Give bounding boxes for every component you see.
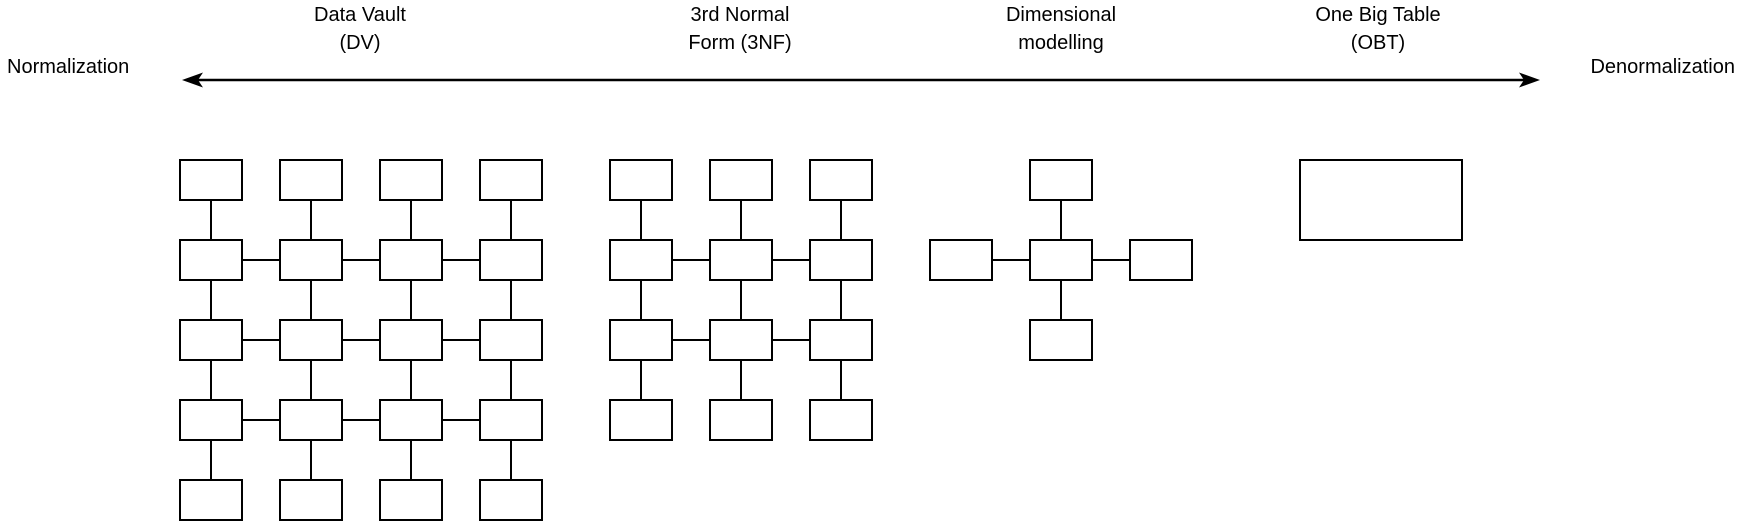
data-vault-box: [479, 319, 543, 361]
dimensional-modelling-box: [1029, 239, 1093, 281]
data-vault-box: [179, 239, 243, 281]
third-normal-form-box: [809, 399, 873, 441]
data-vault-box: [279, 159, 343, 201]
dimensional-modelling-box: [1029, 159, 1093, 201]
group-label-obt-line2: (OBT): [1350, 32, 1406, 54]
dimensional-modelling-box: [1129, 239, 1193, 281]
data-vault-box: [479, 239, 543, 281]
data-vault-box: [279, 319, 343, 361]
data-vault-box: [379, 319, 443, 361]
third-normal-form-box: [809, 319, 873, 361]
group-label-dimensional-line2: modelling: [1018, 32, 1104, 54]
data-vault-box: [179, 479, 243, 521]
data-vault-box: [179, 319, 243, 361]
third-normal-form-box: [609, 159, 673, 201]
group-label-data-vault-line2: (DV): [339, 32, 381, 54]
data-vault-box: [379, 239, 443, 281]
third-normal-form-box: [809, 159, 873, 201]
dimensional-modelling-box: [929, 239, 993, 281]
group-label-3nf: 3rd Normal Form (3NF): [688, 1, 791, 57]
third-normal-form-box: [709, 319, 773, 361]
group-label-dimensional-line1: Dimensional: [1005, 4, 1117, 26]
data-vault-box: [179, 399, 243, 441]
third-normal-form-box: [609, 239, 673, 281]
group-label-data-vault: Data Vault (DV): [314, 1, 406, 57]
data-vault-box: [479, 159, 543, 201]
one-big-table-box: [1299, 159, 1463, 241]
group-label-3nf-line1: 3rd Normal: [690, 4, 790, 26]
group-label-data-vault-line1: Data Vault: [314, 4, 406, 26]
data-vault-box: [279, 239, 343, 281]
arrow-head-right-icon: [1519, 72, 1540, 88]
arrow-head-left-icon: [182, 72, 203, 88]
data-vault-box: [179, 159, 243, 201]
third-normal-form-box: [709, 239, 773, 281]
third-normal-form-box: [709, 159, 773, 201]
group-label-obt-line1: One Big Table: [1315, 4, 1441, 26]
third-normal-form-box: [609, 399, 673, 441]
third-normal-form-box: [609, 319, 673, 361]
third-normal-form-box: [709, 399, 773, 441]
data-vault-box: [379, 479, 443, 521]
data-vault-box: [479, 479, 543, 521]
data-vault-box: [479, 399, 543, 441]
third-normal-form-box: [809, 239, 873, 281]
data-vault-box: [379, 399, 443, 441]
data-vault-box: [279, 399, 343, 441]
data-vault-box: [279, 479, 343, 521]
group-label-dimensional: Dimensional modelling: [1006, 1, 1116, 57]
normalization-label: Normalization: [7, 56, 130, 78]
dimensional-modelling-box: [1029, 319, 1093, 361]
data-vault-box: [379, 159, 443, 201]
denormalization-label: Denormalization: [1590, 56, 1735, 78]
group-label-3nf-line2: Form (3NF): [688, 32, 792, 54]
group-label-obt: One Big Table (OBT): [1315, 1, 1440, 57]
